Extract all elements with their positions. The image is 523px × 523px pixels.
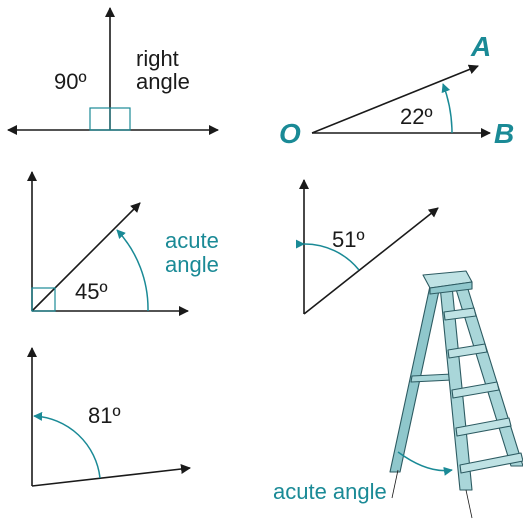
ladder-top-cap-front bbox=[429, 281, 473, 295]
ladder-step-5 bbox=[459, 452, 523, 474]
acute-81-figure: 81º bbox=[27, 347, 191, 487]
angle-aob-figure: O A B 22º bbox=[279, 31, 514, 149]
angle-arc-81 bbox=[33, 411, 101, 479]
right-angle-label-line1: right bbox=[136, 46, 179, 71]
acute-angle-label-line1: acute bbox=[165, 228, 219, 253]
ray-oa bbox=[311, 64, 479, 134]
diagonal-ray-81 bbox=[31, 464, 191, 487]
angle-label-51: 51º bbox=[332, 227, 365, 252]
angle-arc-45 bbox=[116, 229, 149, 312]
ladder-acute-angle-label: acute angle bbox=[273, 479, 387, 504]
angle-arc-22 bbox=[441, 83, 453, 134]
acute-51-figure: 51º bbox=[295, 179, 439, 315]
ladder-angle-line-left bbox=[391, 469, 399, 499]
ladder-step-3 bbox=[451, 381, 500, 399]
angle-label-22: 22º bbox=[400, 104, 433, 129]
angle-label-90: 90º bbox=[54, 69, 87, 94]
ladder-step-1 bbox=[443, 307, 477, 321]
right-angle-marker-45 bbox=[31, 287, 56, 312]
acute-angle-label-line2: angle bbox=[165, 252, 219, 277]
ladder-angle-line-right bbox=[465, 489, 473, 519]
ladder-step-2 bbox=[447, 343, 488, 359]
ladder-step-4 bbox=[455, 417, 512, 437]
diagonal-ray-51 bbox=[303, 207, 439, 315]
ladder-angle-arc bbox=[397, 451, 453, 476]
acute-45-figure: 45º acute angle bbox=[27, 171, 219, 316]
angle-label-45: 45º bbox=[75, 279, 108, 304]
ladder-spreader bbox=[410, 373, 453, 383]
right-angle-label-line2: angle bbox=[136, 69, 190, 94]
ladder-illustration bbox=[389, 270, 523, 519]
angle-label-81: 81º bbox=[88, 403, 121, 428]
vertex-label-o: O bbox=[279, 118, 301, 149]
point-label-b: B bbox=[494, 118, 514, 149]
right-angle-figure: 90º right angle bbox=[7, 7, 219, 135]
diagonal-ray-45 bbox=[31, 202, 141, 312]
angle-arc-51 bbox=[295, 239, 360, 271]
point-label-a: A bbox=[470, 31, 491, 62]
